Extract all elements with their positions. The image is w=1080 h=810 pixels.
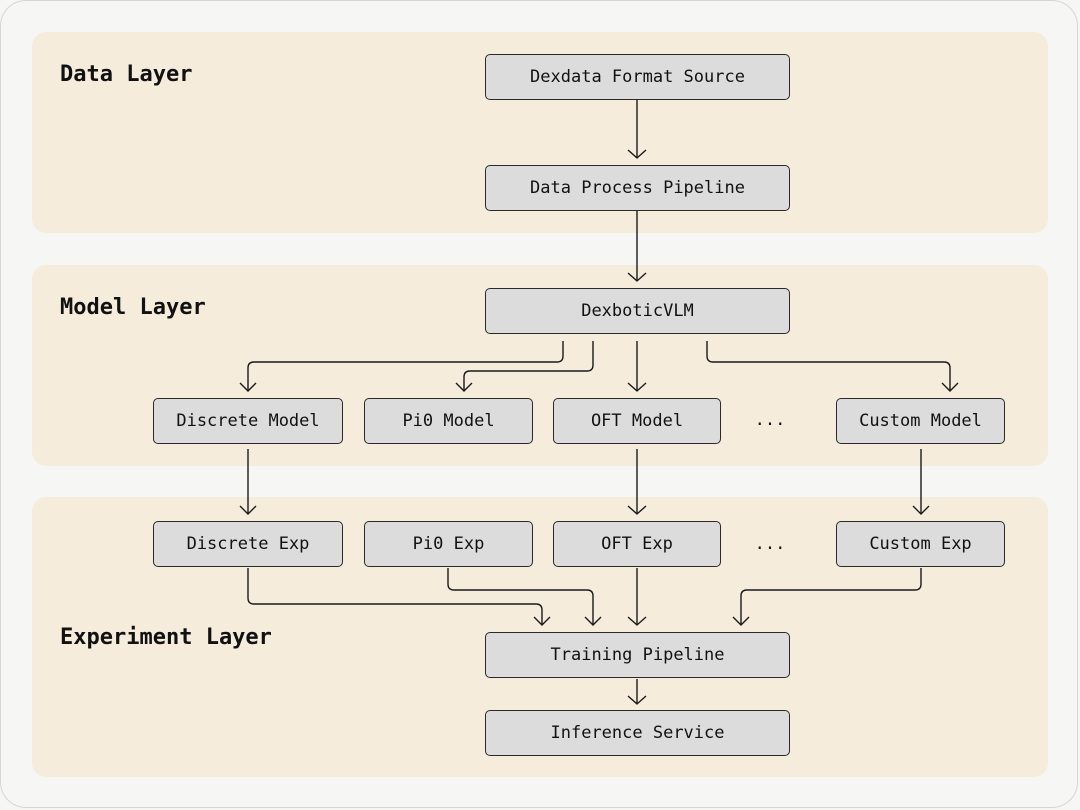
node-dexdata-format-source: Dexdata Format Source xyxy=(485,54,790,100)
node-pi0-exp: Pi0 Exp xyxy=(364,521,533,567)
exp-row-ellipsis: ... xyxy=(754,534,786,554)
node-dexbotic-vlm: DexboticVLM xyxy=(485,288,790,334)
node-inference-service: Inference Service xyxy=(485,710,790,756)
node-data-process-pipeline: Data Process Pipeline xyxy=(485,165,790,211)
node-training-pipeline: Training Pipeline xyxy=(485,632,790,678)
node-oft-exp: OFT Exp xyxy=(553,521,721,567)
node-oft-model: OFT Model xyxy=(553,398,721,444)
node-discrete-exp: Discrete Exp xyxy=(153,521,343,567)
model-layer-title: Model Layer xyxy=(60,295,206,320)
node-custom-model: Custom Model xyxy=(836,398,1005,444)
data-layer-title: Data Layer xyxy=(60,62,193,87)
node-pi0-model: Pi0 Model xyxy=(364,398,533,444)
experiment-layer-title: Experiment Layer xyxy=(60,625,272,650)
node-custom-exp: Custom Exp xyxy=(836,521,1005,567)
node-discrete-model: Discrete Model xyxy=(153,398,343,444)
model-row-ellipsis: ... xyxy=(754,410,786,430)
